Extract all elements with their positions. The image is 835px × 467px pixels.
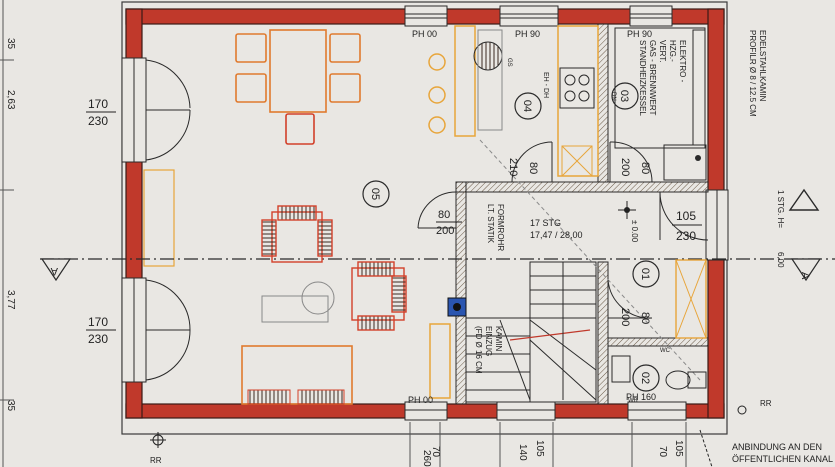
door-width-top: 170 — [88, 97, 108, 111]
door-width-bottom: 170 — [88, 315, 108, 329]
svg-text:200: 200 — [619, 308, 631, 326]
bathroom-fixtures — [611, 259, 707, 390]
terrace-door-bottom — [145, 279, 191, 381]
svg-text:05: 05 — [369, 188, 381, 200]
door-dim-80-210: 80 210 — [507, 158, 539, 176]
svg-text:80: 80 — [639, 162, 651, 174]
eh-label: EH - DH — [542, 72, 549, 98]
kitchen-bar — [428, 25, 503, 137]
door-dim-80-200: 80 200 — [619, 158, 651, 176]
sewer-note-2: ÖFFENTLICHEN KANAL — [732, 454, 833, 464]
ph-label: PH 00 — [412, 29, 437, 39]
sofa — [241, 345, 353, 405]
dim-377: 3,77 — [5, 290, 16, 310]
rr-right: RR — [760, 399, 772, 408]
door-dim-80-200-hall: 80 200 — [436, 209, 462, 237]
dn-label: DN — [610, 92, 616, 101]
chimney-note: EDELSTAHLKAMIN PROFILR Ø 8 / 12.5 CM — [748, 30, 767, 117]
svg-text:140: 140 — [517, 444, 528, 461]
interior-door-swings — [417, 141, 709, 319]
svg-text:80: 80 — [639, 312, 651, 324]
svg-text:70: 70 — [430, 446, 441, 458]
svg-text:70: 70 — [657, 446, 668, 458]
kamin-label-3: (FD Ø 16 CM — [474, 326, 483, 374]
svg-text:6,00: 6,00 — [776, 252, 785, 268]
kamin-label: KAMIN — [494, 326, 503, 352]
svg-text:PROFILR Ø 8 / 12.5 CM: PROFILR Ø 8 / 12.5 CM — [748, 30, 757, 117]
room-number-01: 01 — [632, 260, 660, 288]
door-dim-105-230: 105 230 — [672, 209, 702, 243]
armchairs — [261, 205, 407, 331]
utility-room-label: ELEKTRO - HZG.- VERT. GAS - BRENNWERT ST… — [638, 40, 687, 116]
gs-label: GS — [506, 58, 512, 67]
door-dim-80-200-room01: 80 200 — [619, 308, 651, 326]
bottom-dimensions: 260 70 140 105 70 105 — [409, 422, 687, 467]
stair-cut-line — [479, 139, 701, 381]
svg-text:80: 80 — [527, 162, 539, 174]
dim-263: 2,63 — [5, 90, 16, 110]
sewer-line — [699, 429, 713, 467]
svg-text:200: 200 — [436, 225, 454, 237]
ph-label: PH 160 — [626, 392, 656, 402]
level-marker: ± 0.00 — [618, 201, 639, 243]
ph-label: PH 00 — [408, 395, 433, 405]
tv-unit — [429, 323, 451, 399]
svg-text:02: 02 — [639, 372, 651, 384]
staircase — [465, 261, 597, 403]
svg-text:ELEKTRO -: ELEKTRO - — [678, 40, 687, 83]
svg-text:EDELSTAHLKAMIN: EDELSTAHLKAMIN — [758, 30, 767, 102]
dim-35-top: 35 — [5, 38, 16, 50]
room-number-04: 04 — [514, 92, 542, 120]
section-line-a: A A — [40, 188, 835, 282]
svg-text:STANDHEIZKESSEL: STANDHEIZKESSEL — [638, 40, 647, 116]
terrace-door-top — [145, 59, 191, 161]
stairs-dims: 17,47 / 28,00 — [530, 230, 583, 240]
floor-lamp — [301, 281, 335, 315]
rr-marker — [737, 405, 747, 415]
svg-text:80: 80 — [438, 209, 450, 221]
room-number-02: 02 — [632, 364, 660, 392]
storey-height-note: 1 STG. H= 6,00 — [776, 190, 785, 268]
sewer-note-1: ANBINDUNG AN DEN — [732, 442, 822, 452]
svg-text:200: 200 — [619, 158, 631, 176]
room-number-03: 03 — [611, 82, 639, 110]
room-number-05: 05 — [362, 180, 390, 208]
formrohr-label: FORMROHR — [496, 204, 505, 251]
svg-text:04: 04 — [521, 100, 533, 112]
svg-text:105: 105 — [534, 440, 545, 457]
section-marker-right: A — [799, 272, 811, 280]
coffee-table — [261, 295, 329, 323]
stairs-title: 17 STG — [530, 218, 561, 228]
dining-table — [235, 29, 361, 145]
svg-text:230: 230 — [676, 229, 696, 243]
svg-text:± 0.00: ± 0.00 — [630, 220, 639, 243]
svg-text:HZG.-: HZG.- — [668, 40, 677, 62]
interior-walls — [455, 23, 709, 405]
svg-text:260: 260 — [421, 450, 432, 467]
svg-text:1 STG. H=: 1 STG. H= — [776, 190, 785, 228]
formrohr-label-2: LT. STATIK — [486, 204, 495, 244]
svg-text:03: 03 — [618, 90, 630, 102]
svg-text:VERT.: VERT. — [658, 40, 667, 63]
svg-text:105: 105 — [673, 440, 684, 457]
door-height-bottom: 230 — [88, 332, 108, 346]
rr-left: RR — [150, 456, 162, 465]
kitchen-counter — [557, 25, 599, 177]
chimney-core — [453, 303, 461, 311]
kamin-label-2: EINZUG — [484, 326, 493, 356]
wall-openings — [121, 5, 729, 421]
dim-35-bottom: 35 — [5, 400, 16, 412]
door-height-top: 230 — [88, 114, 108, 128]
ph-label: PH 90 — [627, 29, 652, 39]
section-marker-left: A — [50, 265, 58, 277]
svg-text:GAS - BRENNWERT: GAS - BRENNWERT — [648, 40, 657, 116]
wc-label: WC — [660, 348, 671, 354]
svg-text:105: 105 — [676, 209, 696, 223]
svg-text:01: 01 — [639, 268, 651, 280]
wb-label: WB — [628, 398, 638, 404]
svg-text:210: 210 — [507, 158, 519, 176]
ph-label: PH 90 — [515, 29, 540, 39]
